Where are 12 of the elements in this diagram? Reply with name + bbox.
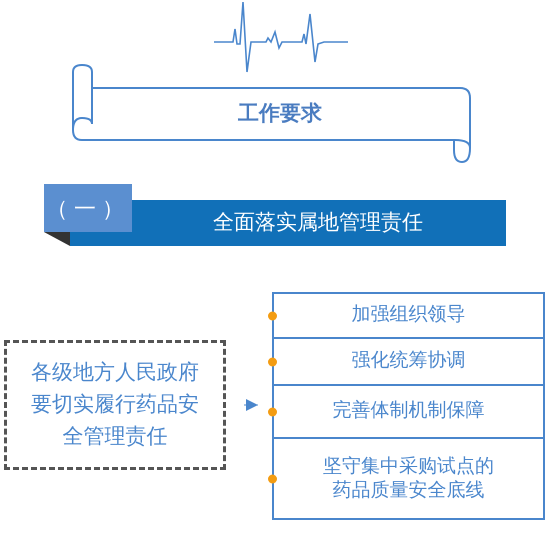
node-text: 坚守集中采购试点的药品质量安全底线 xyxy=(322,454,495,502)
dashed-box xyxy=(4,340,226,470)
node-text: 加强组织领导 xyxy=(352,303,466,328)
section-banner xyxy=(70,200,506,246)
node-text: 强化统筹协调 xyxy=(352,349,466,374)
node-text: 全面落实属地管理责任 xyxy=(213,210,423,236)
node-text: （一） xyxy=(46,194,130,222)
node-text: 工作要求 xyxy=(238,101,322,128)
node-text: 完善体制机制保障 xyxy=(332,398,484,424)
number-badge xyxy=(44,184,132,232)
node-text: 各级地方人民政府要切实履行药品安全管理责任 xyxy=(30,360,200,450)
arrow xyxy=(244,399,258,411)
